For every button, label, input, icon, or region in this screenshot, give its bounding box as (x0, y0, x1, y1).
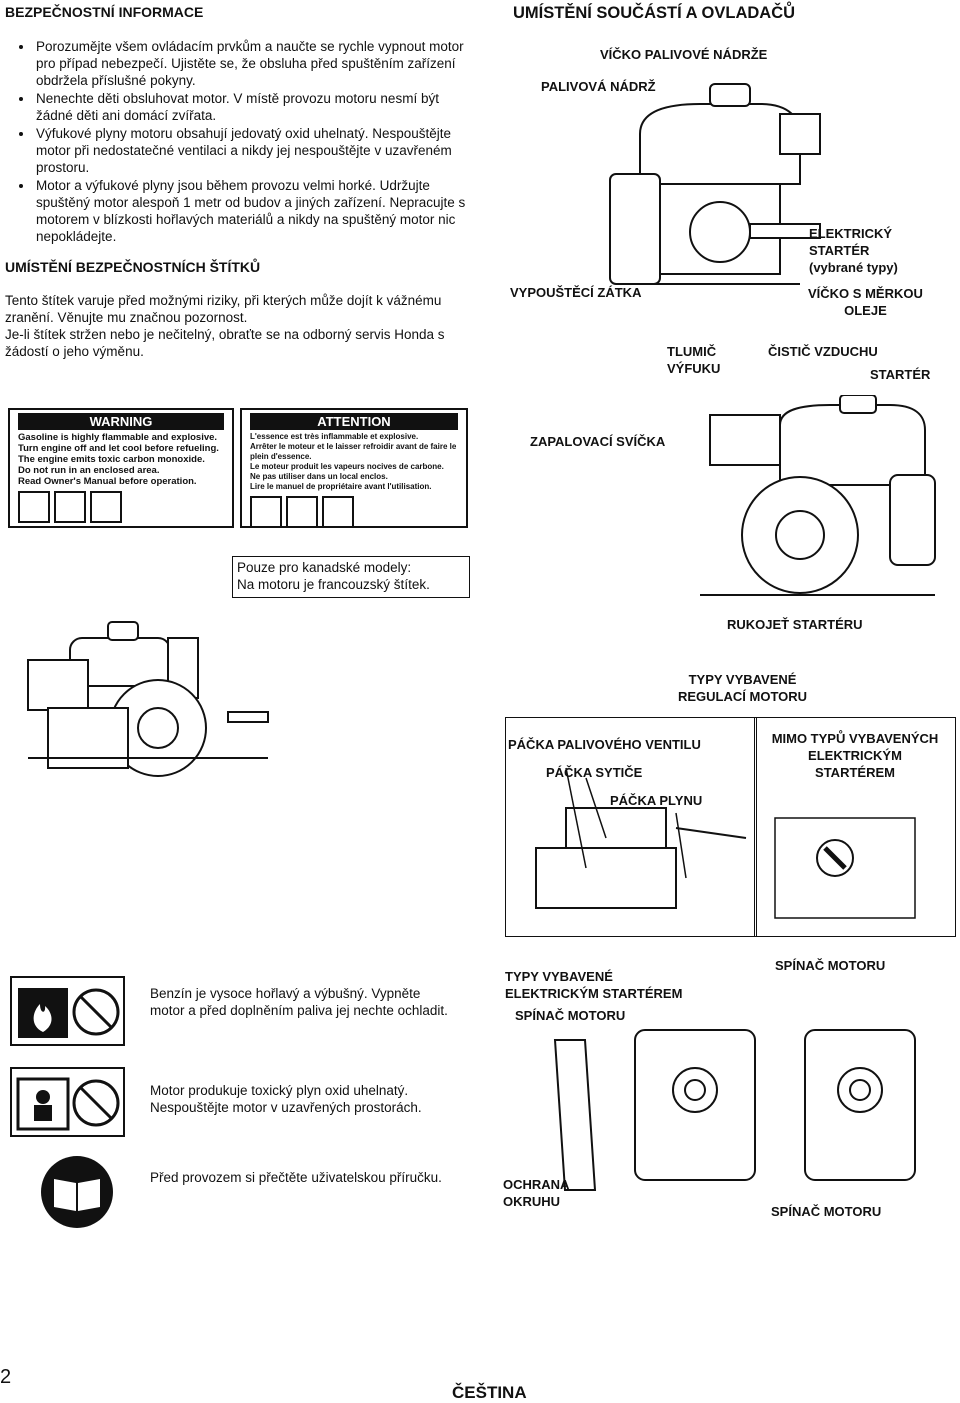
attention-line: Le moteur produit les vapeurs nocives de… (250, 462, 444, 471)
label-starter: STARTÉR (870, 367, 931, 382)
label-line: VÝFUKU (667, 361, 721, 376)
label-line: ELEKTRICKÝM STARTÉREM (505, 986, 683, 1001)
co-warning-text: Motor produkuje toxický plyn oxid uhelna… (150, 1083, 422, 1115)
label-line: ELEKTRICKÝ (809, 226, 893, 241)
label-line: STARTÉREM (815, 765, 895, 780)
fire-hazard-icon (250, 496, 282, 528)
fire-warning-text: Benzín je vysoce hořlavý a výbušný. Vypn… (150, 986, 448, 1018)
label-electric-starter: ELEKTRICKÝ STARTÉR (vybrané typy) (809, 225, 898, 276)
labels-title: UMÍSTĚNÍ BEZPEČNOSTNÍCH ŠTÍTKŮ (5, 259, 261, 275)
label-line: OLEJE (844, 303, 887, 318)
controls-panel-governor (505, 717, 757, 937)
label-engine-switch: SPÍNAČ MOTORU (771, 1204, 882, 1219)
label-line: MIMO TYPŮ VYBAVENÝCH (771, 731, 939, 746)
safety-bullet: Motor a výfukové plyny jsou během provoz… (34, 177, 472, 245)
warning-label-head: WARNING (18, 413, 224, 430)
label-line: TLUMIČ (667, 344, 717, 359)
label-throttle: PÁČKA PLYNU (610, 793, 703, 808)
attention-line: L'essence est très inflammable et explos… (250, 432, 419, 441)
warning-line: Turn engine off and let cool before refu… (18, 443, 219, 454)
language-footer: ČEŠTINA (452, 1383, 527, 1402)
label-choke: PÁČKA SYTIČE (546, 765, 643, 780)
attention-label-head: ATTENTION (250, 413, 458, 430)
fire-hazard-icon (18, 491, 50, 523)
fire-warning-icon (10, 976, 125, 1046)
warning-line: Do not run in an enclosed area. (18, 465, 160, 476)
manual-icon (322, 496, 354, 528)
label-fuel-valve: PÁČKA PALIVOVÉHO VENTILU (508, 737, 701, 752)
manual-icon (90, 491, 122, 523)
controls-panel-non-electric (754, 717, 956, 937)
label-oil-cap: VÍČKO S MĚRKOU OLEJE (808, 285, 923, 319)
engine-illustration-middle (700, 395, 936, 596)
co-warning-icon (10, 1067, 125, 1137)
label-circuit-protector: OCHRANA OKRUHU (503, 1176, 569, 1210)
page-number: 2 (0, 1366, 12, 1388)
canada-note: Pouze pro kanadské modely: Na motoru je … (232, 556, 470, 598)
label-drain-plug: VYPOUŠTĚCÍ ZÁTKA (510, 285, 642, 300)
label-fuel-tank: PALIVOVÁ NÁDRŽ (541, 79, 656, 94)
safety-bullet: Nenechte děti obsluhovat motor. V místě … (34, 90, 472, 124)
label-non-electric-types: MIMO TYPŮ VYBAVENÝCH ELEKTRICKÝM STARTÉR… (761, 730, 949, 781)
engine-illustration-top (609, 83, 821, 285)
warning-line: Gasoline is highly flammable and explosi… (18, 432, 218, 443)
label-electric-types: TYPY VYBAVENÉ ELEKTRICKÝM STARTÉREM (505, 968, 682, 1002)
labels-paragraph-2: Je-li štítek stržen nebo je nečitelný, o… (5, 327, 445, 359)
label-line: (vybrané typy) (809, 260, 898, 275)
attention-label: ATTENTION L'essence est très inflammable… (240, 408, 468, 528)
safety-bullet: Porozumějte všem ovládacím prvkům a nauč… (34, 38, 472, 89)
attention-line: Ne pas utiliser dans un local enclos. (250, 472, 388, 481)
canada-note-line: Pouze pro kanadské modely: (237, 560, 412, 575)
warning-label: WARNING Gasoline is highly flammable and… (8, 408, 234, 528)
label-line: OCHRANA (503, 1177, 570, 1192)
label-line: REGULACÍ MOTORU (678, 689, 808, 704)
label-spark-plug: ZAPALOVACÍ SVÍČKA (530, 434, 666, 449)
label-recoil-handle: RUKOJEŤ STARTÉRU (727, 617, 863, 632)
label-line: VÍČKO S MĚRKOU (808, 286, 923, 301)
controls-illustration-left (535, 767, 747, 909)
label-engine-switch: SPÍNAČ MOTORU (515, 1008, 626, 1023)
label-fuel-cap: VÍČKO PALIVOVÉ NÁDRŽE (600, 47, 768, 62)
labels-paragraph-1: Tento štítek varuje před možnými riziky,… (5, 293, 442, 325)
co-hazard-icon (286, 496, 318, 528)
safety-bullet-list: Porozumějte všem ovládacím prvkům a nauč… (12, 38, 472, 246)
electric-panel-illustration (553, 1029, 916, 1191)
safety-bullet: Výfukové plyny motoru obsahují jedovatý … (34, 125, 472, 176)
read-manual-text: Před provozem si přečtěte uživatelskou p… (150, 1170, 442, 1185)
controls-illustration-right (774, 817, 916, 919)
engine-illustration-left (27, 621, 269, 777)
label-line: STARTÉR (809, 243, 870, 258)
label-air-cleaner: ČISTIČ VZDUCHU (768, 344, 878, 359)
label-governor-types: TYPY VYBAVENÉ REGULACÍ MOTORU (678, 671, 807, 705)
label-engine-switch: SPÍNAČ MOTORU (775, 958, 886, 973)
attention-line: Arrêter le moteur et le laisser refroidi… (250, 442, 457, 461)
label-muffler: TLUMIČ VÝFUKU (667, 343, 720, 377)
label-line: ELEKTRICKÝM (808, 748, 902, 763)
canada-note-line: Na motoru je francouzský štítek. (237, 577, 430, 592)
label-line: OKRUHU (503, 1194, 561, 1209)
warning-line: The engine emits toxic carbon monoxide. (18, 454, 205, 465)
co-hazard-icon (54, 491, 86, 523)
read-manual-icon (41, 1156, 113, 1228)
components-title: UMÍSTĚNÍ SOUČÁSTÍ A OVLADAČŮ (513, 4, 796, 22)
warning-line: Read Owner's Manual before operation. (18, 476, 197, 487)
safety-title: BEZPEČNOSTNÍ INFORMACE (5, 4, 204, 20)
label-line: TYPY VYBAVENÉ (688, 672, 797, 687)
label-line: TYPY VYBAVENÉ (505, 969, 613, 984)
attention-line: Lire le manuel de propriétaire avant l'u… (250, 482, 432, 491)
